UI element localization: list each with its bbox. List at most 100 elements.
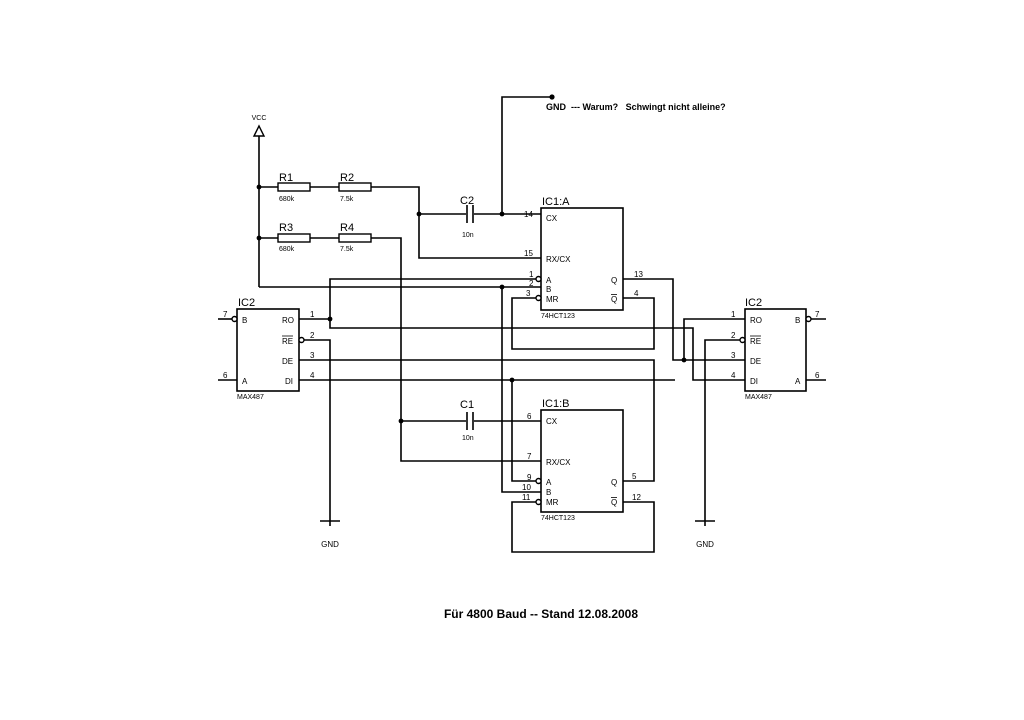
junctions (256, 94, 687, 424)
junction-dot (499, 284, 505, 290)
footer-caption: Für 4800 Baud -- Stand 12.08.2008 (444, 607, 638, 621)
ic2-left-num-di: 4 (310, 371, 315, 380)
gnd-left-label: GND (321, 540, 339, 549)
gnd-right-symbol: GND (695, 520, 715, 549)
ic1a-num-qbar: 4 (634, 289, 639, 298)
ic2-right-pin-b: B (795, 316, 800, 325)
ic2-left-num-re: 2 (310, 331, 315, 340)
ic1b-pin-b: B (546, 488, 551, 497)
ic2-right-ref: IC2 (745, 297, 762, 309)
ic2-right-part: MAX487 (745, 394, 772, 401)
inversion-bubble-icon (535, 294, 542, 302)
inversion-bubble-icon (535, 498, 542, 506)
inversion-bubble-icon (535, 477, 542, 485)
c1-ref: C1 (460, 399, 474, 411)
ic1b-pin-rxcx: RX/CX (546, 458, 571, 467)
c2-value: 10n (462, 232, 474, 239)
ic1a-num-mr: 3 (526, 289, 531, 298)
ic2-right-num-ro: 1 (731, 310, 736, 319)
vcc-arrow-icon (252, 124, 266, 137)
ic1b-pin-a: A (546, 478, 552, 487)
capacitor-c2: C2 10n (460, 195, 474, 239)
ic1a-pin-a: A (546, 276, 552, 285)
ic1a-pin-cx: CX (546, 214, 558, 223)
ic2-right-pin-ro: RO (750, 316, 762, 325)
r4-ref: R4 (340, 222, 354, 234)
inversion-bubble-icon (535, 275, 542, 283)
note-terminal-dot (549, 94, 555, 100)
ic1a-pin-b: B (546, 285, 551, 294)
ic2-left-pin-re: RE (282, 337, 293, 346)
ic2-right-num-a: 6 (815, 371, 820, 380)
ic2-left-num-a: 6 (223, 371, 228, 380)
ic1b-chip: IC1:B 74HCT123 CX RX/CX A B MR Q Q 6 7 9… (522, 398, 641, 522)
ic1a-num-a: 1 (529, 270, 534, 279)
vcc-symbol: VCC (252, 115, 267, 137)
ic1b-pin-qbar: Q (611, 498, 617, 507)
ic1b-pin-mr: MR (546, 498, 559, 507)
ic2-right-num-di: 4 (731, 371, 736, 380)
ic2-right-pin-de: DE (750, 357, 761, 366)
r3-value: 680k (279, 246, 295, 253)
ic2-right-pin-a: A (795, 377, 801, 386)
resistor-r2: R2 7.5k (338, 172, 372, 203)
ic1b-part: 74HCT123 (541, 515, 575, 522)
r1-ref: R1 (279, 172, 293, 184)
r2-value: 7.5k (340, 196, 354, 203)
ic2-left-part: MAX487 (237, 394, 264, 401)
inversion-bubble-icon (231, 315, 238, 323)
ic1b-num-q: 5 (632, 472, 637, 481)
junction-dot (416, 211, 422, 217)
inversion-bubble-icon (805, 315, 812, 323)
ic1a-part: 74HCT123 (541, 313, 575, 320)
ic1a-num-b: 2 (529, 279, 534, 288)
wires (218, 96, 826, 553)
ic1a-pin-q: Q (611, 276, 617, 285)
ic1b-num-cx: 6 (527, 412, 532, 421)
junction-dot (681, 357, 687, 363)
gnd-note: GND --- Warum? Schwingt nicht alleine? (546, 102, 726, 112)
ic2-left-pin-ro: RO (282, 316, 294, 325)
ic1a-num-rxcx: 15 (524, 249, 533, 258)
ic2-left-pin-a: A (242, 377, 248, 386)
ic1a-num-cx: 14 (524, 210, 533, 219)
c1-value: 10n (462, 435, 474, 442)
junction-dot (256, 184, 262, 190)
ic1a-pin-mr: MR (546, 295, 559, 304)
resistor-r3: R3 680k (277, 222, 311, 253)
ic2-left-num-de: 3 (310, 351, 315, 360)
ic2-left-ref: IC2 (238, 297, 255, 309)
resistor-r1: R1 680k (277, 172, 311, 203)
ic2-right-pin-re: RE (750, 337, 761, 346)
ic1a-pin-qbar: Q (611, 295, 617, 304)
ic1b-num-a: 9 (527, 473, 532, 482)
ic1b-num-qbar: 12 (632, 493, 641, 502)
r4-value: 7.5k (340, 246, 354, 253)
gnd-right-label: GND (696, 540, 714, 549)
ic1a-chip: IC1:A 74HCT123 CX RX/CX A B MR Q Q 14 15… (524, 196, 643, 320)
r1-value: 680k (279, 196, 295, 203)
ic1b-num-b: 10 (522, 483, 531, 492)
inversion-bubble-icon (739, 336, 746, 344)
ic1b-num-rxcx: 7 (527, 452, 532, 461)
c2-ref: C2 (460, 195, 474, 207)
ic1a-ref: IC1:A (542, 196, 570, 208)
ic2-left-pin-b: B (242, 316, 247, 325)
gnd-left-symbol: GND (320, 520, 340, 549)
junction-dot (398, 418, 404, 424)
ic2-right-pin-di: DI (750, 377, 758, 386)
junction-dot (499, 211, 505, 217)
ic2-right-chip: IC2 MAX487 RO RE DE DI B A 1 2 3 4 7 6 (731, 297, 820, 401)
ic1b-num-mr: 11 (522, 493, 531, 502)
capacitor-c1: C1 10n (460, 399, 474, 442)
ic2-left-pin-de: DE (282, 357, 293, 366)
ic2-right-num-de: 3 (731, 351, 736, 360)
ic2-left-num-b: 7 (223, 310, 228, 319)
vcc-label: VCC (252, 115, 267, 122)
junction-dot (256, 235, 262, 241)
junction-dot (327, 316, 333, 322)
r3-ref: R3 (279, 222, 293, 234)
ic2-right-num-re: 2 (731, 331, 736, 340)
ic1b-ref: IC1:B (542, 398, 570, 410)
